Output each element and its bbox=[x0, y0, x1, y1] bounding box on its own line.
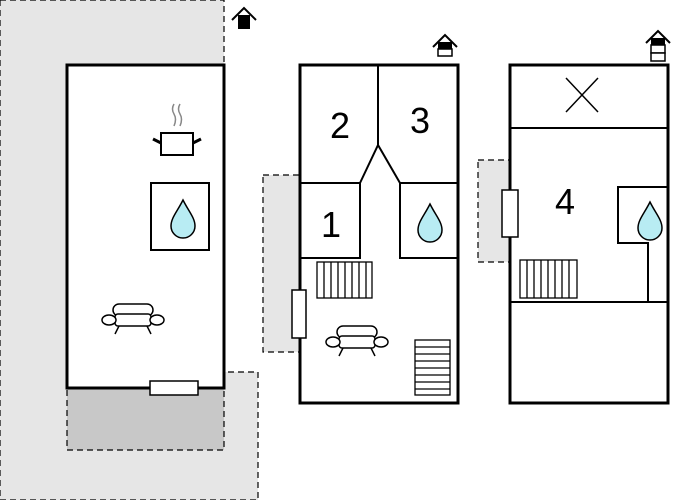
house-level-icon bbox=[645, 29, 671, 62]
room-label: 4 bbox=[555, 181, 575, 222]
door bbox=[291, 289, 307, 339]
ground-floor-plan bbox=[0, 0, 259, 500]
house-level-icon bbox=[231, 6, 257, 29]
room-label: 1 bbox=[321, 204, 341, 245]
stairs-icon bbox=[414, 339, 451, 396]
patio-area bbox=[66, 387, 225, 451]
room-label: 3 bbox=[410, 100, 430, 141]
kitchen-pot-icon bbox=[152, 103, 202, 156]
first-floor-plan: 2 3 1 bbox=[262, 33, 460, 405]
stairs-icon bbox=[316, 261, 373, 299]
second-floor-plan: 4 bbox=[477, 29, 671, 405]
house-level-icon bbox=[432, 33, 458, 57]
stairs-icon bbox=[519, 259, 578, 299]
room-label: 2 bbox=[330, 105, 350, 146]
door bbox=[149, 380, 199, 396]
door bbox=[501, 189, 519, 238]
